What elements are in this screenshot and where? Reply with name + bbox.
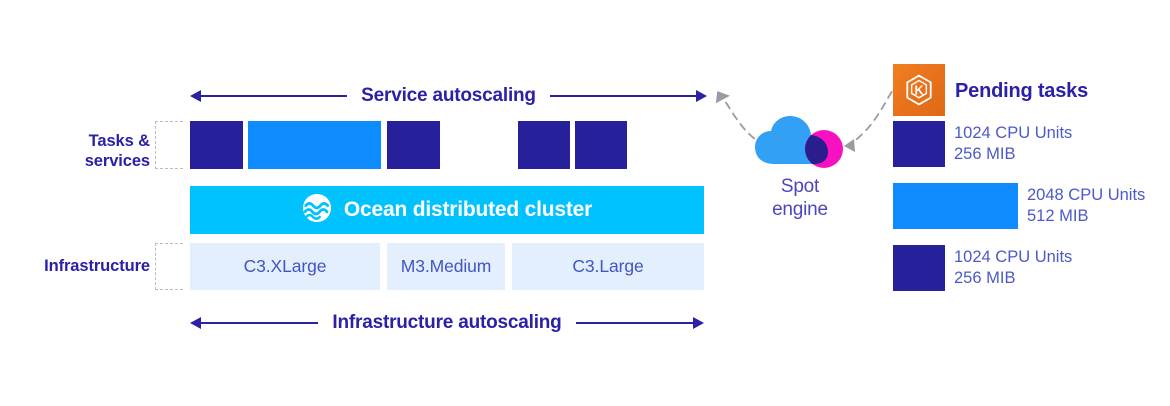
legend-item-memory: 256 MIB: [954, 145, 1016, 163]
tasks-services-row-label: Tasks & services: [20, 131, 150, 171]
task-box-5[interactable]: [575, 121, 627, 169]
legend-item-cpu: 2048 CPU Units: [1027, 186, 1146, 204]
ecs-hexagon-k-icon: K: [893, 64, 945, 116]
legend-swatch: [893, 121, 945, 167]
spot-engine-label: Spot engine: [740, 175, 860, 221]
tasks-services-bracket: [155, 121, 183, 169]
task-box-1[interactable]: [190, 121, 243, 169]
spot-engine-label-line1: Spot: [780, 176, 820, 197]
infrastructure-box-label: M3.Medium: [400, 256, 492, 276]
tasks-services-label-line2: services: [84, 152, 150, 170]
legend-item-text: 1024 CPU Units 256 MIB: [954, 123, 1072, 165]
spot-cloud-icon: [752, 112, 848, 170]
arrow-head-left-icon: [190, 90, 201, 102]
arrow-head-left-icon: [190, 317, 201, 329]
arrow-line-left: [201, 321, 319, 325]
legend-item-cpu: 1024 CPU Units: [954, 248, 1073, 266]
task-box-3[interactable]: [387, 121, 440, 169]
spot-engine-label-line2: engine: [772, 199, 828, 220]
ocean-cluster-label: Ocean distributed cluster: [343, 198, 593, 221]
legend-item-cpu: 1024 CPU Units: [954, 124, 1073, 142]
connector-left-arrowhead-icon: [715, 91, 730, 104]
pending-tasks-title: Pending tasks: [955, 80, 1088, 102]
ocean-waves-icon: [302, 193, 332, 228]
infrastructure-box-label: C3.XLarge: [243, 256, 327, 276]
infrastructure-box[interactable]: M3.Medium: [387, 243, 505, 290]
connector-right-arrowhead-icon: [844, 139, 855, 152]
legend-swatch: [893, 183, 1018, 229]
service-autoscaling-arrow: Service autoscaling: [190, 85, 708, 107]
arrow-line-right: [575, 321, 693, 325]
tasks-services-label-line1: Tasks &: [88, 132, 150, 150]
legend-item-memory: 512 MIB: [1027, 207, 1089, 225]
arrow-line-right: [549, 94, 697, 98]
legend-item-text: 1024 CPU Units 256 MIB: [954, 247, 1072, 289]
infrastructure-bracket: [155, 243, 183, 290]
task-box-2[interactable]: [248, 121, 381, 169]
infrastructure-autoscaling-arrow: Infrastructure autoscaling: [190, 312, 704, 334]
arrow-line-left: [201, 94, 348, 98]
legend-swatch: [893, 245, 945, 291]
svg-text:K: K: [914, 84, 923, 98]
service-autoscaling-label: Service autoscaling: [361, 85, 536, 106]
arrow-head-right-icon: [696, 90, 708, 102]
infrastructure-box[interactable]: C3.XLarge: [190, 243, 380, 290]
ocean-distributed-cluster-bar[interactable]: Ocean distributed cluster: [190, 186, 704, 234]
task-box-4[interactable]: [518, 121, 570, 169]
arrow-head-right-icon: [693, 317, 704, 329]
infrastructure-autoscaling-label: Infrastructure autoscaling: [332, 312, 562, 333]
legend-item-memory: 256 MIB: [954, 269, 1016, 287]
infrastructure-box[interactable]: C3.Large: [512, 243, 704, 290]
infrastructure-row-label: Infrastructure: [44, 257, 150, 275]
infrastructure-box-label: C3.Large: [572, 256, 644, 276]
legend-item-text: 2048 CPU Units 512 MIB: [1027, 185, 1145, 227]
